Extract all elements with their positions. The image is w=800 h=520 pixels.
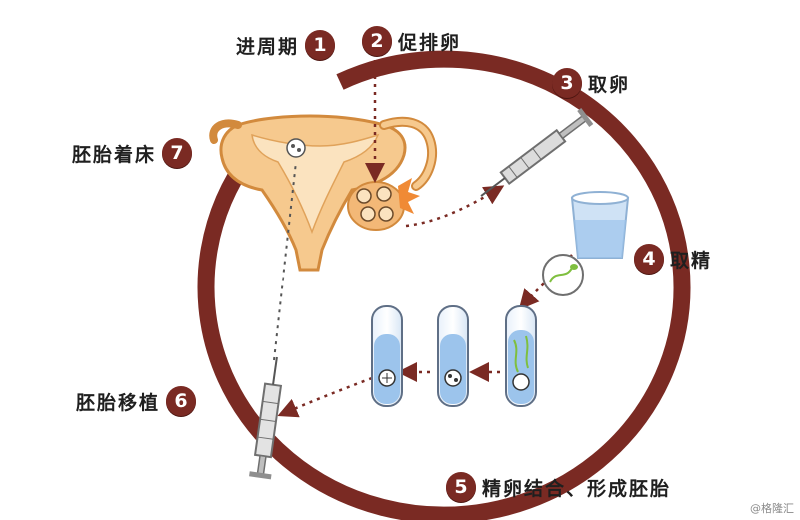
test-tube-dividing: [437, 305, 469, 407]
step-7-label: 胚胎着床: [72, 143, 157, 166]
step-4-sperm-collection: 4 取精: [634, 244, 712, 274]
step-4-badge: 4: [634, 244, 664, 274]
test-tube-fertilized: [371, 305, 403, 407]
transfer-syringe-illustration: [249, 356, 283, 480]
step-3-badge: 3: [552, 68, 582, 98]
sperm-collection-cup-illustration: [570, 191, 630, 259]
test-tube-combining: [505, 305, 537, 407]
step-3-egg-retrieval: 3 取卵: [552, 68, 630, 98]
step-6-label: 胚胎移植: [76, 391, 161, 414]
uterus-illustration: [209, 114, 438, 272]
step-7-badge: 7: [162, 138, 193, 168]
corner-watermark: @格隆汇: [750, 502, 794, 515]
center-watermark: 2016: [218, 260, 285, 290]
flow-arrow-retrieval: [405, 185, 505, 228]
step-5-badge: 5: [446, 472, 476, 502]
step-7-implantation: 胚胎着床 7: [72, 138, 193, 168]
ovary-illustration: [347, 178, 420, 231]
flow-arrow-transfer: [277, 376, 373, 418]
flow-arrow-sperm: [518, 254, 573, 310]
flow-arrow-implantation: [273, 161, 297, 361]
step-2-ovulation-induction: 2 促排卵: [362, 26, 461, 56]
step-1-start-cycle: 进周期 1: [236, 30, 336, 60]
step-4-label: 取精: [670, 249, 713, 272]
step-2-badge: 2: [362, 26, 392, 56]
step-6-embryo-transfer: 胚胎移植 6: [76, 386, 197, 416]
step-5-label: 精卵结合、形成胚胎: [482, 477, 672, 500]
step-5-fertilization: 5 精卵结合、形成胚胎: [446, 472, 671, 502]
step-3-label: 取卵: [588, 73, 631, 96]
retrieval-syringe-illustration: [480, 108, 594, 197]
sperm-magnified-illustration: [542, 254, 584, 296]
step-1-label: 进周期: [236, 35, 300, 58]
step-6-badge: 6: [166, 386, 197, 416]
step-2-label: 促排卵: [398, 31, 462, 54]
step-1-badge: 1: [305, 30, 336, 60]
